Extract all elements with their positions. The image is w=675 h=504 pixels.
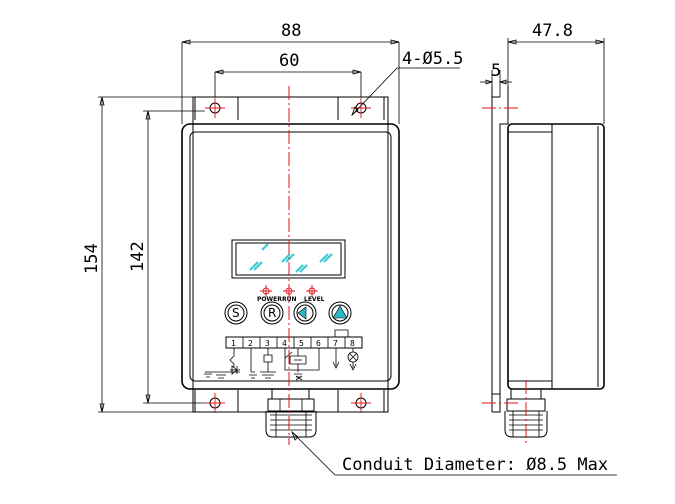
front-view: POWER RUN LEVEL S R (181, 86, 400, 445)
dimension-holes: 4-Ø5.5 (402, 49, 463, 69)
mounting-ear-bottom-right (337, 390, 385, 412)
power-label: POWER (257, 296, 282, 303)
terminal-6: 6 (316, 339, 321, 348)
run-label: RUN (282, 296, 297, 303)
dimension-depth: 47.8 (532, 21, 573, 41)
dimension-hole-spacing: 60 (279, 51, 299, 71)
terminal-block (225, 336, 363, 349)
glass-reflection (249, 243, 333, 273)
up-arrow-icon (332, 305, 348, 319)
terminal-3: 3 (265, 339, 270, 348)
terminal-5: 5 (299, 339, 304, 348)
mounting-plate (192, 96, 389, 413)
enclosure-body (181, 123, 400, 390)
left-arrow-icon (297, 306, 307, 320)
level-label: LEVEL (304, 296, 325, 303)
dimension-hole-height: 142 (128, 241, 148, 272)
button-r[interactable]: R (260, 301, 284, 325)
side-body (507, 123, 605, 390)
wiring-diagram (204, 348, 359, 381)
relay-symbol (334, 329, 349, 337)
dimension-overall-height: 154 (82, 243, 102, 274)
mounting-holes (205, 98, 371, 413)
dimension-flange: 5 (491, 61, 501, 81)
terminal-4: 4 (282, 339, 287, 348)
mounting-ear-top-left (194, 97, 239, 120)
display-window (231, 239, 346, 279)
mounting-ear-top-right (337, 97, 385, 120)
terminal-7: 7 (333, 339, 338, 348)
terminal-2: 2 (248, 339, 253, 348)
conduit-leader (291, 430, 617, 476)
svg-text:R: R (268, 306, 276, 320)
mounting-ear-bottom-left (194, 390, 239, 412)
side-dimensions (480, 38, 605, 124)
enclosure-inner-face (189, 131, 392, 382)
cable-gland-front (265, 389, 317, 438)
front-dimensions (98, 39, 460, 413)
sensor-icon (263, 354, 273, 363)
side-view (482, 86, 605, 445)
dimension-overall-width: 88 (281, 21, 301, 41)
side-flange (491, 86, 509, 395)
button-left[interactable] (293, 301, 317, 325)
button-up[interactable] (328, 301, 352, 325)
terminal-8: 8 (350, 339, 355, 348)
terminal-1: 1 (231, 339, 236, 348)
conduit-note: Conduit Diameter: Ø8.5 Max (342, 455, 608, 475)
svg-text:S: S (232, 306, 240, 320)
button-s[interactable]: S (224, 301, 248, 325)
